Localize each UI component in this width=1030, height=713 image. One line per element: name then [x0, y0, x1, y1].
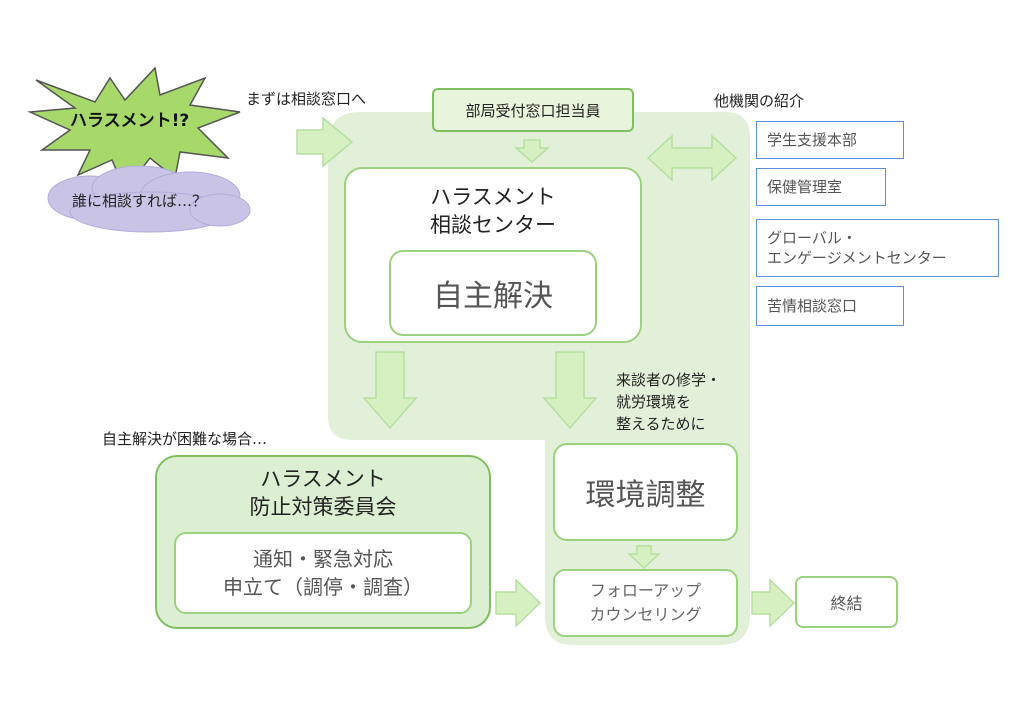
env-note-line-3: 整えるために	[616, 415, 706, 433]
followup-line-2: カウンセリング	[589, 605, 702, 624]
reception-box: 部局受付窓口担当員	[432, 88, 634, 132]
label-first-to-window: まずは相談窓口へ	[246, 90, 367, 108]
arrow-to-center	[296, 116, 354, 168]
conclusion-box: 終結	[795, 576, 898, 628]
label-other-agencies: 他機関の紹介	[714, 92, 805, 110]
conclusion-label: 終結	[830, 594, 863, 613]
arrow-down-left	[362, 351, 418, 430]
agency-health-office: 保健管理室	[756, 168, 886, 206]
env-note-line-1: 来談者の修学・	[616, 371, 722, 389]
agency-student-support: 学生支援本部	[756, 121, 904, 159]
double-arrow	[646, 134, 738, 182]
self-resolve-box: 自主解決	[389, 250, 597, 336]
committee-sub-1: 通知・緊急対応	[253, 547, 393, 571]
agency-student-support-label: 学生支援本部	[767, 131, 858, 149]
agency-health-office-label: 保健管理室	[767, 178, 843, 196]
agency-global-engagement-label-2: エンゲージメントセンター	[767, 249, 947, 267]
reception-label: 部局受付窓口担当員	[465, 101, 601, 120]
arrow-env-down	[627, 545, 661, 570]
agency-complaint-window: 苦情相談窓口	[756, 286, 904, 326]
env-note-line-2: 就労環境を	[616, 393, 692, 411]
cloud-label: 誰に相談すれば…？	[72, 192, 208, 210]
self-resolve-label: 自主解決	[433, 279, 553, 314]
env-adjust-box: 環境調整	[553, 443, 738, 541]
arrow-down-right	[542, 351, 598, 430]
center-title-1: ハラスメント	[430, 185, 556, 209]
burst-label: ハラスメント!?	[70, 111, 190, 131]
agency-complaint-window-label: 苦情相談窓口	[767, 297, 858, 315]
committee-sub-2: 申立て（調停・調査）	[223, 575, 423, 599]
label-difficult-case: 自主解決が困難な場合…	[102, 430, 268, 448]
committee-title-1: ハラスメント	[260, 467, 386, 491]
committee-title-2: 防止対策委員会	[249, 495, 397, 519]
committee-sub-box: 通知・緊急対応 申立て（調停・調査）	[174, 532, 472, 614]
center-title-2: 相談センター	[430, 213, 556, 237]
agency-global-engagement-label-1: グローバル・	[767, 229, 857, 247]
agency-global-engagement: グローバル・ エンゲージメントセンター	[756, 219, 999, 277]
arrow-reception-down	[514, 139, 550, 163]
followup-line-1: フォローアップ	[589, 581, 702, 600]
followup-box: フォローアップ カウンセリング	[553, 569, 738, 637]
arrow-followup-conclusion	[751, 578, 796, 628]
arrow-committee-followup	[495, 578, 542, 628]
env-adjust-label: 環境調整	[585, 478, 706, 513]
cloud-shape	[47, 165, 251, 233]
burst-shape	[27, 66, 241, 192]
